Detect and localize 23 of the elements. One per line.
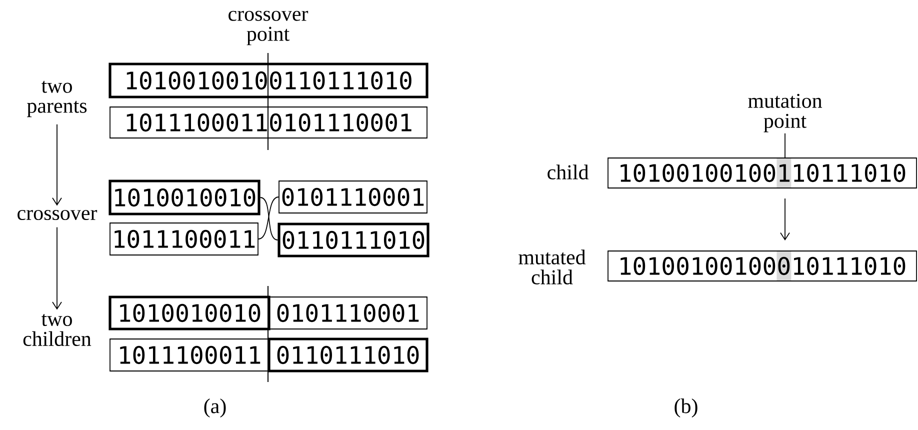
bit-string-box: 1011100011 [110, 338, 270, 372]
point-label: crossover point [228, 10, 308, 46]
bit-string-box: 1010010010 [108, 296, 270, 330]
panel-caption: (b) [674, 398, 698, 418]
bit-string-box: 10100100100110111010 [608, 158, 917, 188]
bit-string-box: 10100100100010111010 [608, 250, 917, 282]
bit-string-box: 0101110001 [268, 296, 428, 330]
stage-label: crossover [18, 210, 98, 220]
bit-string-box: 0110111010 [268, 338, 428, 372]
bit-string-box: 1010010010 [108, 180, 260, 216]
arrow [780, 198, 790, 241]
arrow [52, 124, 62, 206]
stage-label: two children [23, 314, 92, 346]
arrow [52, 226, 62, 310]
stage-label: mutation point [748, 94, 822, 132]
stage-label: two parents [27, 80, 87, 118]
bit-string-box: 0110111010 [278, 222, 430, 258]
panel-caption: (a) [204, 398, 226, 418]
row-label: mutated child [518, 250, 586, 284]
bit-string-box: 1011100011 [110, 222, 258, 256]
row-label: child [548, 164, 589, 180]
leader-line [784, 132, 786, 158]
bit-string-box: 0101110001 [278, 180, 428, 214]
